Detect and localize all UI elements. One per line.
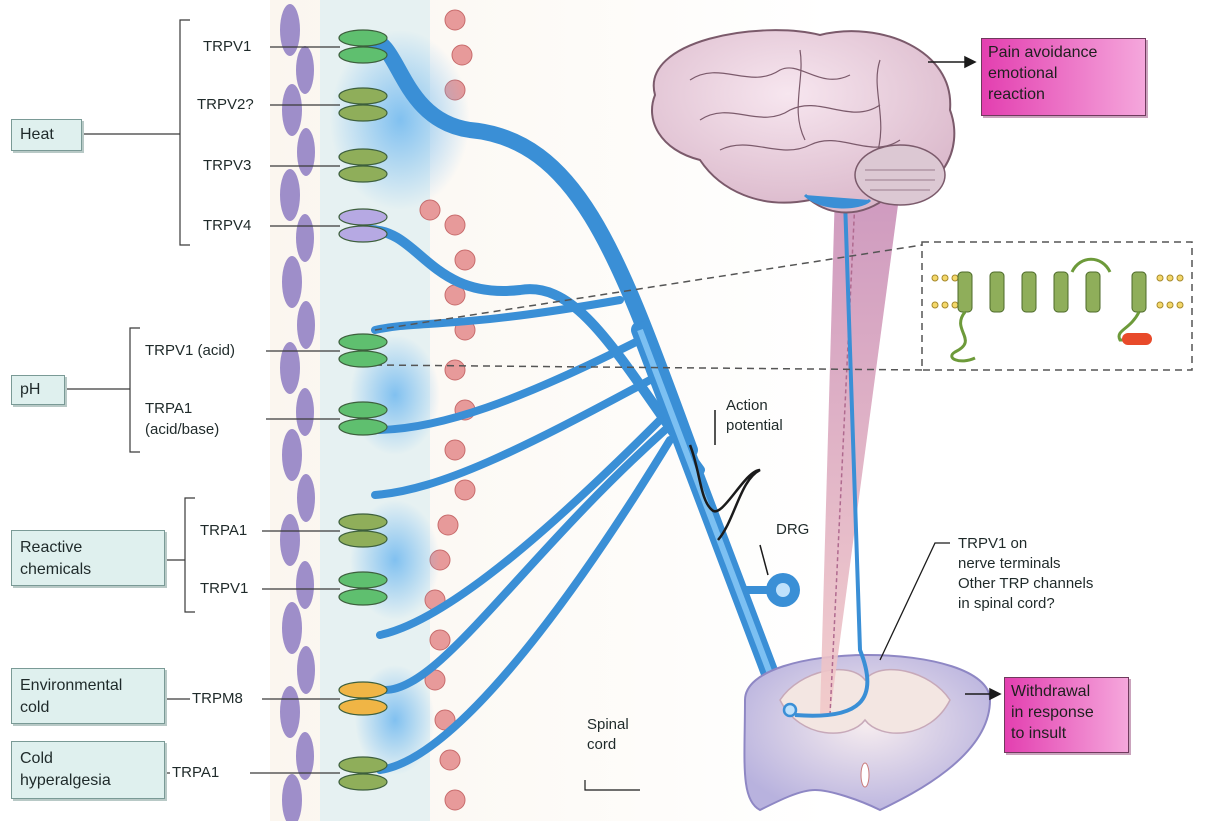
label-trpa1-acid-base: TRPA1 (acid/base) bbox=[145, 398, 219, 440]
cerebellum bbox=[855, 145, 945, 205]
label-trpa1-reactive: TRPA1 bbox=[200, 520, 247, 541]
label-trpa1-cold: TRPA1 bbox=[172, 762, 219, 783]
label-trpv1: TRPV1 bbox=[203, 36, 251, 57]
label-trpv2: TRPV2? bbox=[197, 94, 254, 115]
label-trpv4: TRPV4 bbox=[203, 215, 251, 236]
label-drg: DRG bbox=[776, 520, 809, 540]
label-trp-note: TRPV1 on nerve terminals Other TRP chann… bbox=[958, 534, 1093, 614]
label-trpv1-reactive: TRPV1 bbox=[200, 578, 248, 599]
stimulus-brackets bbox=[65, 20, 195, 773]
label-action-potential: Action potential bbox=[726, 396, 783, 436]
trp-note-pointer bbox=[880, 543, 950, 660]
stimulus-heat: Heat bbox=[11, 119, 82, 151]
label-trpv3: TRPV3 bbox=[203, 155, 251, 176]
stimulus-ph: pH bbox=[11, 375, 65, 405]
output-withdrawal: Withdrawal in response to insult bbox=[1004, 677, 1129, 753]
stimulus-cold-hyperalgesia: Cold hyperalgesia bbox=[11, 741, 165, 799]
output-pain-avoidance: Pain avoidance emotional reaction bbox=[981, 38, 1146, 116]
stimulus-environmental-cold: Environmental cold bbox=[11, 668, 165, 724]
label-trpv1-acid: TRPV1 (acid) bbox=[145, 340, 235, 361]
pore-region bbox=[1122, 333, 1152, 345]
label-spinal-cord: Spinal cord bbox=[587, 715, 629, 755]
stimulus-reactive-chemicals: Reactive chemicals bbox=[11, 530, 165, 586]
label-trpm8: TRPM8 bbox=[192, 688, 243, 709]
